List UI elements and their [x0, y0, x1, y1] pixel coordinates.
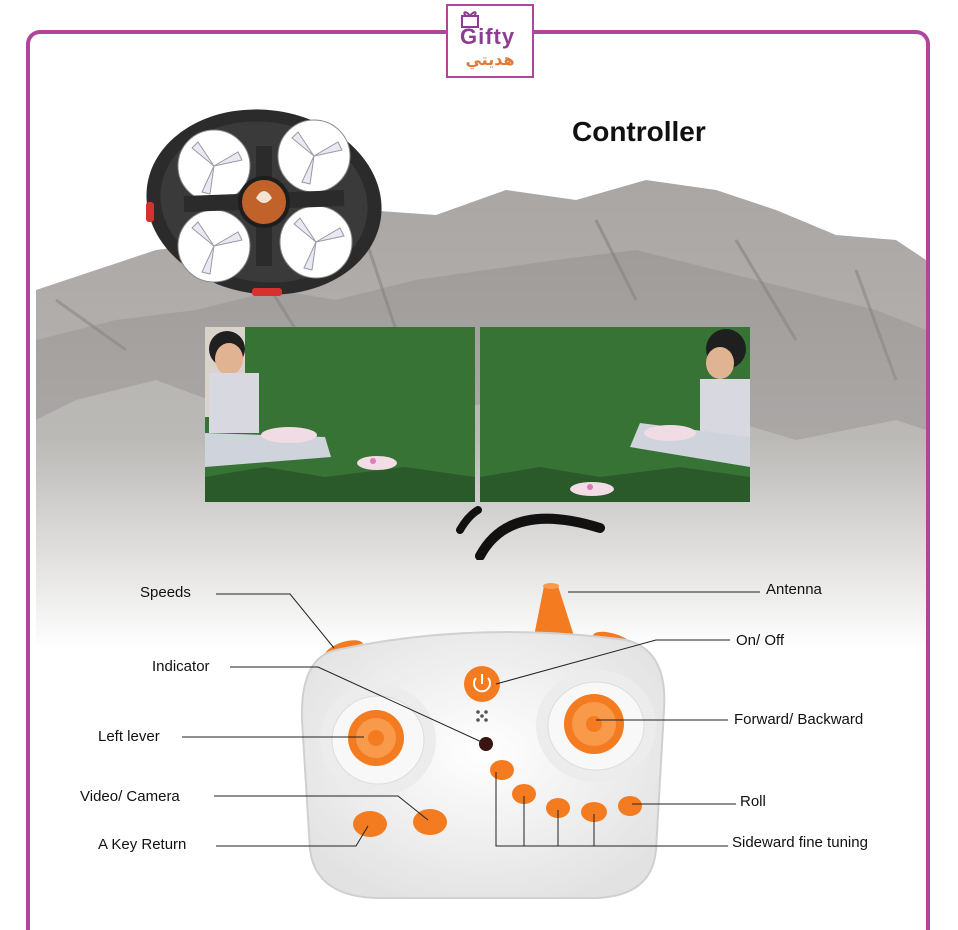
- logo-text-arabic: هديتي: [465, 50, 515, 69]
- label-left-lever: Left lever: [98, 728, 160, 745]
- label-a-key-return: A Key Return: [98, 836, 187, 853]
- photo-boy-launching-drone: [205, 327, 475, 502]
- gift-icon: [461, 11, 479, 28]
- label-antenna: Antenna: [766, 581, 822, 598]
- label-speeds: Speeds: [140, 584, 191, 601]
- label-video-camera: Video/ Camera: [80, 788, 180, 805]
- label-forward-backward: Forward/ Backward: [734, 711, 864, 728]
- photo-drone-in-flight: [480, 327, 750, 502]
- remote-control-image: [300, 583, 666, 899]
- logo-text-latin: Gifty: [460, 24, 516, 49]
- label-sideward-fine-tuning: Sideward fine tuning: [732, 834, 868, 851]
- callout-lines: [182, 591, 760, 847]
- drone-image: [146, 109, 382, 296]
- label-indicator: Indicator: [152, 658, 210, 675]
- gifty-logo: Gifty هديتي: [446, 4, 534, 78]
- page-title: Controller: [572, 116, 706, 147]
- label-on-off: On/ Off: [736, 632, 785, 649]
- label-roll: Roll: [740, 793, 766, 810]
- signal-arc-icon: [456, 506, 605, 560]
